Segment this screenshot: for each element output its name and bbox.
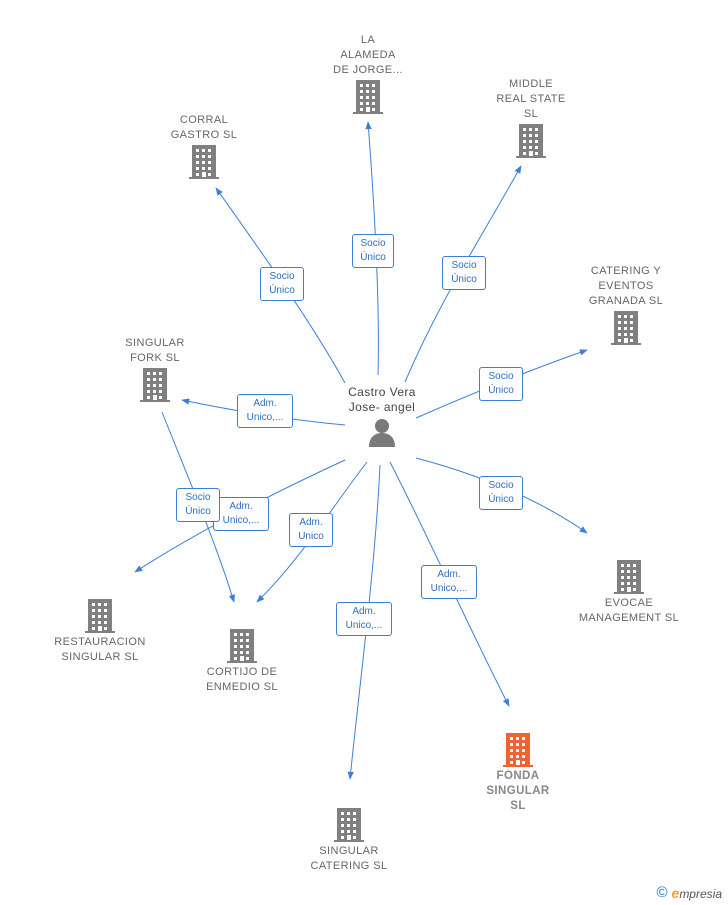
person-icon: [369, 419, 395, 447]
company-node-la-alameda[interactable]: LA ALAMEDA DE JORGE...: [298, 33, 438, 116]
brand-initial: e: [671, 884, 680, 901]
relation-label-rel-fonda[interactable]: Adm. Unico,...: [421, 565, 477, 599]
building-icon: [189, 145, 219, 179]
person-label[interactable]: Castro Vera Jose- angel: [348, 385, 416, 414]
focus-building-icon: [503, 733, 533, 767]
company-label[interactable]: MIDDLE REAL STATE SL: [496, 78, 566, 120]
company-label[interactable]: CORTIJO DE ENMEDIO SL: [206, 666, 278, 693]
building-icon: [611, 311, 641, 345]
building-icon: [227, 629, 257, 663]
company-label[interactable]: RESTAURACION SINGULAR SL: [54, 636, 146, 663]
building-icon: [85, 599, 115, 633]
building-icon: [140, 368, 170, 402]
relation-label-rel-restauracion[interactable]: Adm. Unico,...: [213, 497, 269, 531]
company-node-cortijo-enmedio[interactable]: CORTIJO DE ENMEDIO SL: [172, 627, 312, 695]
company-node-middle-real-state[interactable]: MIDDLE REAL STATE SL: [461, 77, 601, 160]
company-node-corral-gastro[interactable]: CORRAL GASTRO SL: [134, 113, 274, 181]
relation-label-rel-middle[interactable]: Socio Único: [442, 256, 486, 290]
company-label[interactable]: LA ALAMEDA DE JORGE...: [333, 34, 403, 76]
relation-label-rel-cortijo-socio[interactable]: Socio Único: [176, 488, 220, 522]
relation-label-rel-cortijo-adm[interactable]: Adm. Unico: [289, 513, 333, 547]
company-label[interactable]: CORRAL GASTRO SL: [170, 114, 238, 141]
company-node-singular-fork[interactable]: SINGULAR FORK SL: [85, 336, 225, 404]
relation-label-rel-evocae[interactable]: Socio Único: [479, 476, 523, 510]
company-label[interactable]: CATERING Y EVENTOS GRANADA SL: [588, 265, 664, 307]
company-label[interactable]: SINGULAR CATERING SL: [310, 845, 388, 872]
relation-label-rel-singular-catering[interactable]: Adm. Unico,...: [336, 602, 392, 636]
company-node-restauracion-singular[interactable]: RESTAURACION SINGULAR SL: [30, 597, 170, 665]
company-label[interactable]: EVOCAE MANAGEMENT SL: [578, 597, 680, 624]
relation-label-rel-singular-fork[interactable]: Adm. Unico,...: [237, 394, 293, 428]
company-label[interactable]: FONDA SINGULAR SL: [486, 770, 550, 812]
building-icon: [516, 124, 546, 158]
relation-label-rel-la-alameda[interactable]: Socio Único: [352, 234, 394, 268]
copyright-icon: ©: [656, 884, 668, 901]
company-node-fonda-singular[interactable]: FONDA SINGULAR SL: [448, 731, 588, 814]
company-node-singular-catering[interactable]: SINGULAR CATERING SL: [279, 806, 419, 874]
person-node[interactable]: Castro Vera Jose- angel: [312, 385, 452, 449]
building-icon: [353, 80, 383, 114]
company-node-catering-eventos[interactable]: CATERING Y EVENTOS GRANADA SL: [556, 264, 696, 347]
building-icon: [334, 808, 364, 842]
empresia-brand[interactable]: © empresia: [656, 884, 722, 901]
company-node-evocae[interactable]: EVOCAE MANAGEMENT SL: [559, 558, 699, 626]
company-label[interactable]: SINGULAR FORK SL: [125, 337, 185, 364]
brand-name: mpresia: [679, 886, 722, 901]
relation-label-rel-catering-eventos[interactable]: Socio Único: [479, 367, 523, 401]
relation-label-rel-corral[interactable]: Socio Único: [260, 267, 304, 301]
building-icon: [614, 560, 644, 594]
